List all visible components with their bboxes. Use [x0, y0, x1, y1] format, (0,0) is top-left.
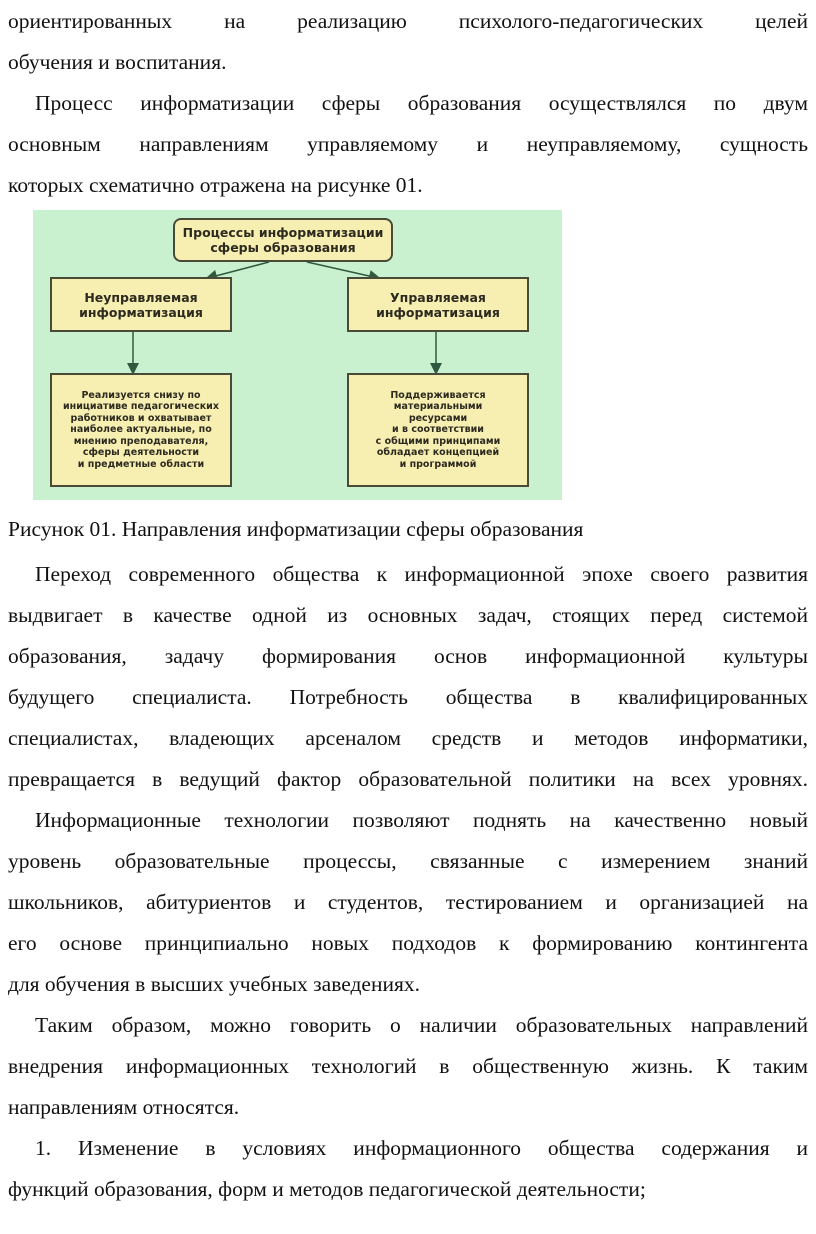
text-line: превращается в ведущий фактор образовате… — [8, 767, 808, 791]
text-line: внедрения информационных технологий в об… — [8, 1054, 808, 1078]
text-line: которых схематично отражена на рисунке 0… — [8, 173, 423, 197]
text-line: будущего специалиста. Потребность общест… — [8, 685, 808, 709]
text-line: Переход современного общества к информац… — [35, 562, 808, 586]
arrow-left — [205, 261, 270, 282]
text-line: 1. Изменение в условиях информационного … — [35, 1136, 808, 1160]
managed-desc-label: Поддерживается материальными ресурсами и… — [375, 389, 501, 470]
text-line: ориентированных на реализацию психолого-… — [8, 9, 808, 33]
text-line: его основе принципиально новых подходов … — [8, 931, 808, 955]
text-line: направлениям относятся. — [8, 1095, 240, 1119]
text-line: Процесс информатизации сферы образования… — [35, 91, 808, 115]
caption-text: Рисунок 01. Направления информатизации с… — [8, 517, 584, 541]
unmanaged-node-label: Неуправляемая информатизация — [79, 289, 203, 320]
root-node-label: Процессы информатизации сферы образовани… — [182, 225, 384, 255]
root-node: Процессы информатизации сферы образовани… — [173, 218, 393, 262]
managed-node-label: Управляемая информатизация — [376, 289, 500, 320]
text-line: Таким образом, можно говорить о наличии … — [35, 1013, 808, 1037]
text-line: школьников, абитуриентов и студентов, те… — [8, 890, 808, 914]
text-line: основным направлениям управляемому и неу… — [8, 132, 808, 156]
text-line: выдвигает в качестве одной из основных з… — [8, 603, 808, 627]
text-line: обучения и воспитания. — [8, 50, 227, 74]
unmanaged-desc-node: Реализуется снизу по инициативе педагоги… — [50, 373, 232, 487]
text-line: образования, задачу формирования основ и… — [8, 644, 808, 668]
text-block-intro: ориентированных на реализацию психолого-… — [8, 1, 808, 206]
text-block-main: Переход современного общества к информац… — [8, 554, 808, 1210]
figure-caption: Рисунок 01. Направления информатизации с… — [8, 509, 808, 550]
text-line: уровень образовательные процессы, связан… — [8, 849, 808, 873]
figure-diagram: Процессы информатизации сферы образовани… — [33, 210, 562, 500]
text-line: Информационные технологии позволяют подн… — [35, 808, 808, 832]
diagram-arrows — [127, 261, 442, 375]
unmanaged-desc-label: Реализуется снизу по инициативе педагоги… — [63, 389, 219, 470]
unmanaged-node: Неуправляемая информатизация — [50, 277, 232, 332]
arrow-right — [306, 261, 381, 282]
managed-desc-node: Поддерживается материальными ресурсами и… — [347, 373, 529, 487]
text-line: для обучения в высших учебных заведениях… — [8, 972, 420, 996]
text-line: функций образования, форм и методов педа… — [8, 1177, 646, 1201]
text-line: специалистах, владеющих арсеналом средст… — [8, 726, 808, 750]
managed-node: Управляемая информатизация — [347, 277, 529, 332]
